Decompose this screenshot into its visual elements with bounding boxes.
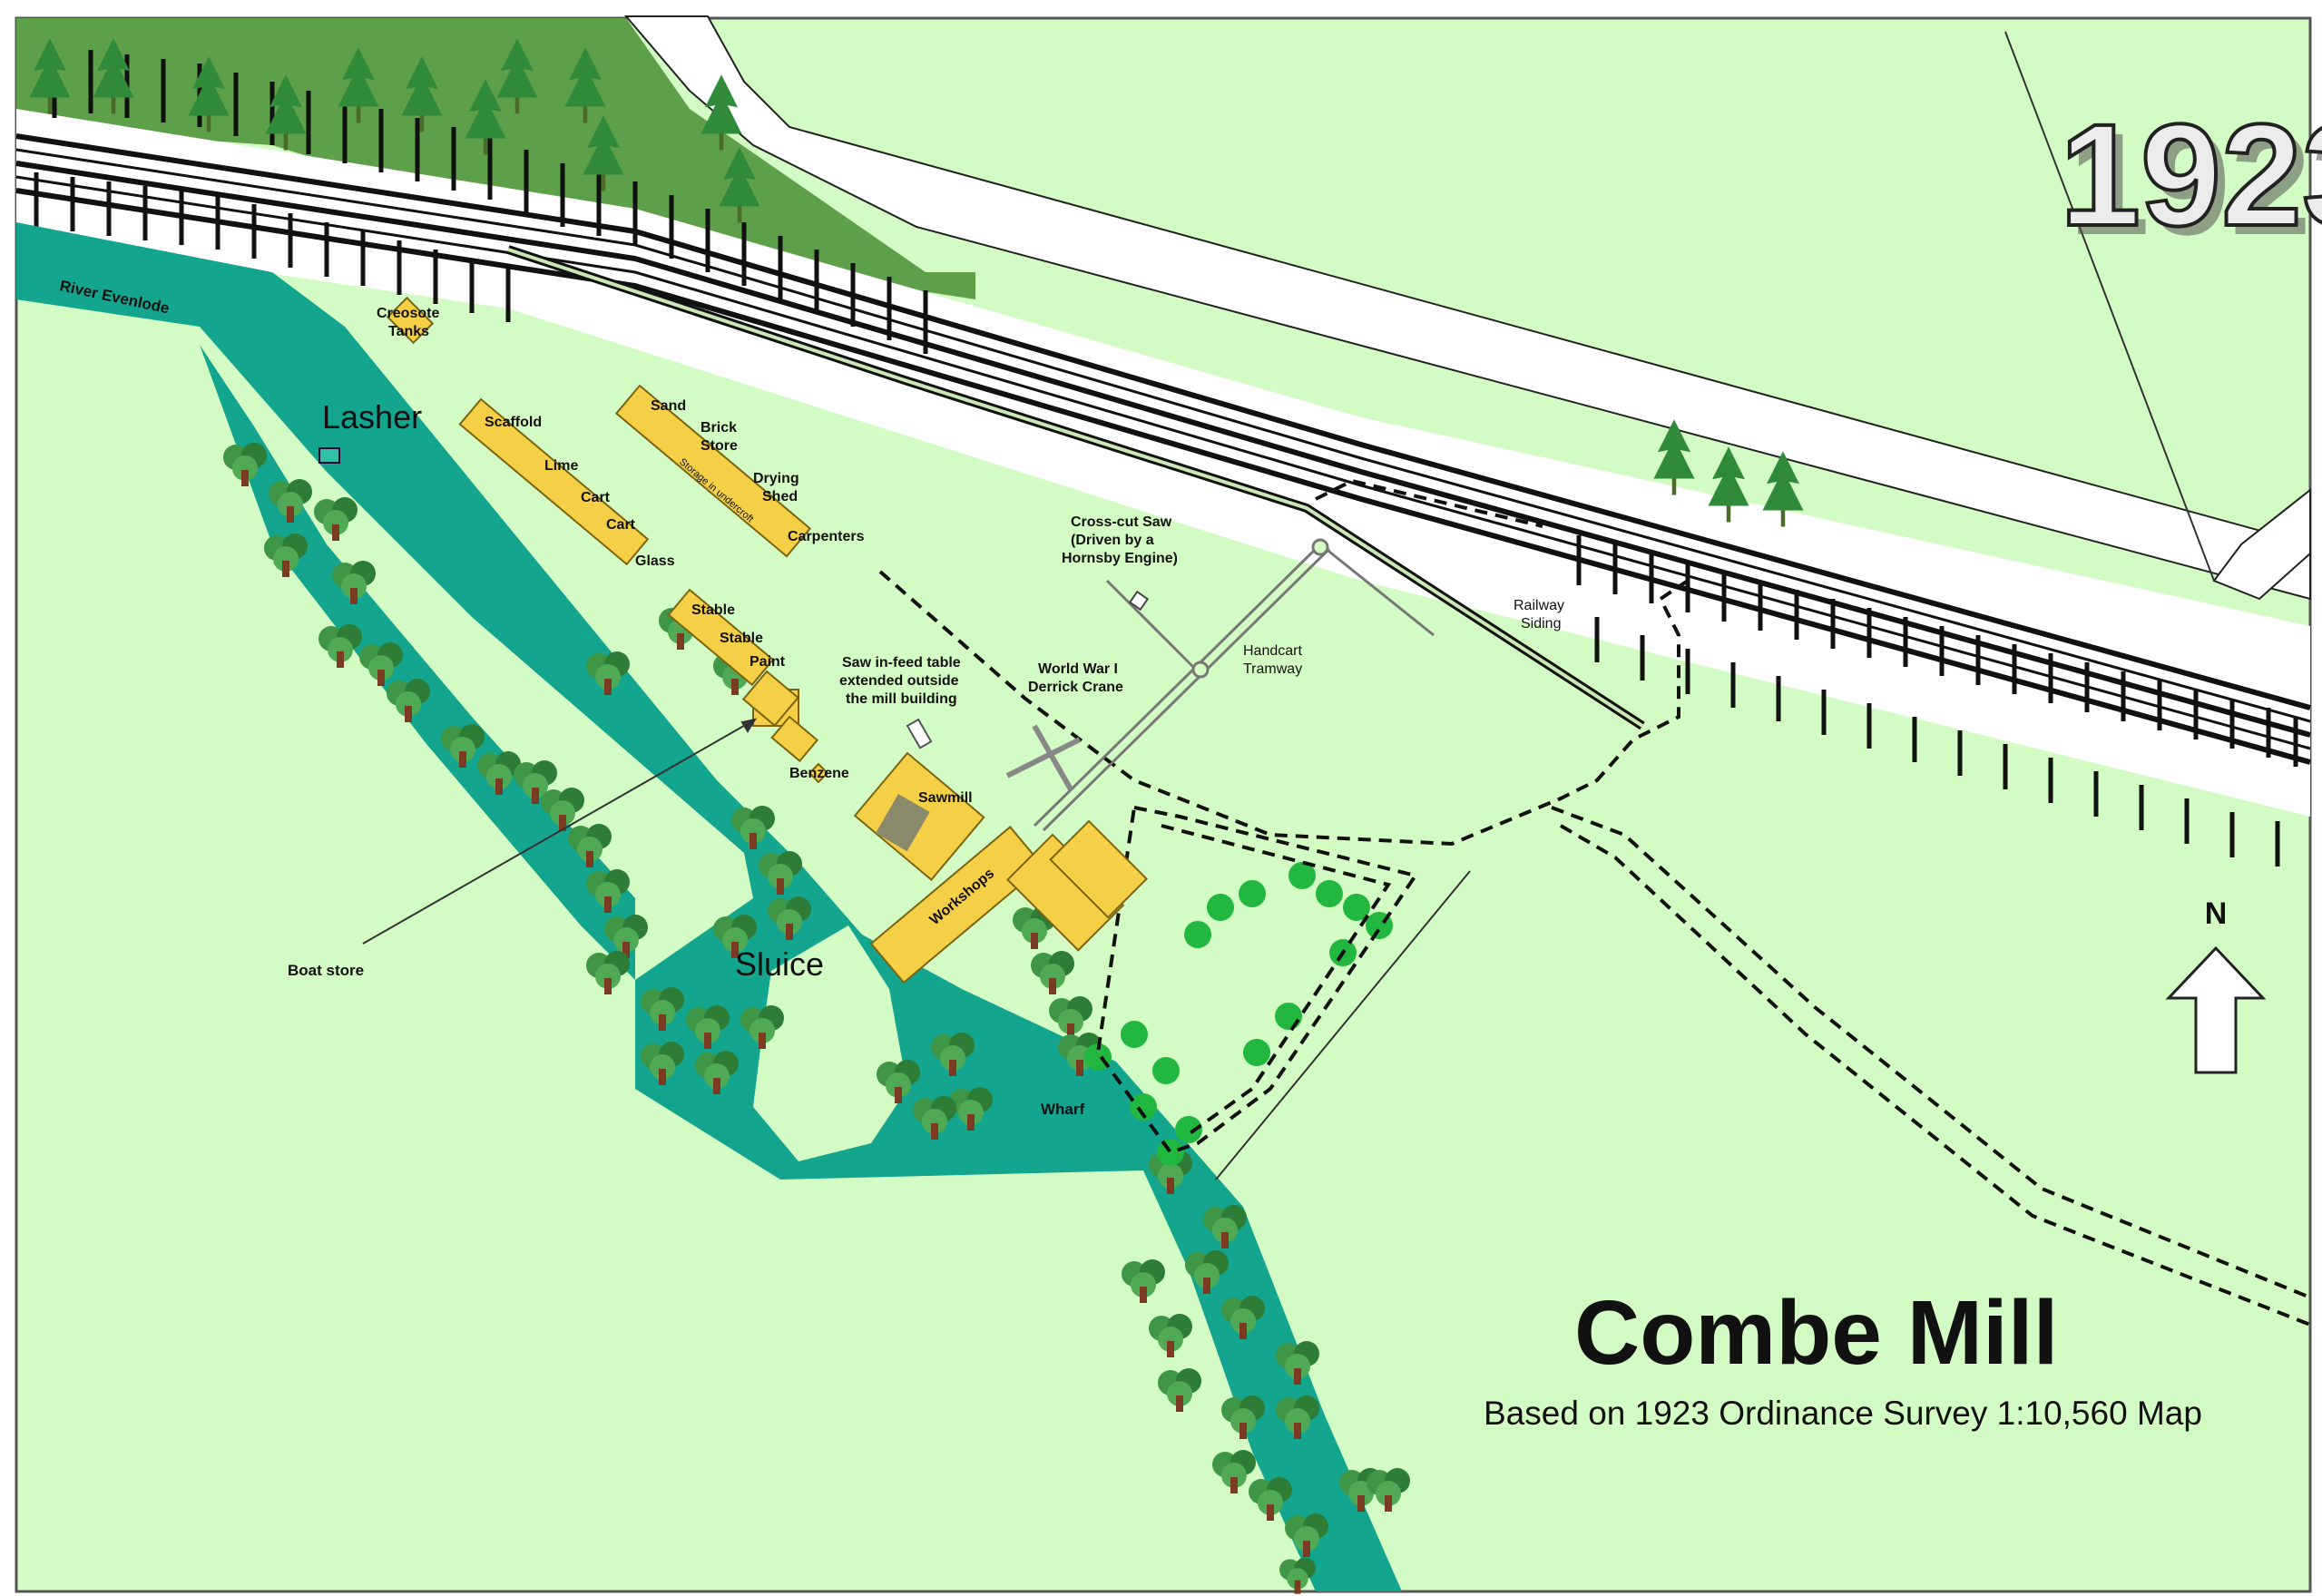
- label-crane-1: World War I: [1038, 661, 1118, 677]
- label-sand: Sand: [651, 398, 686, 414]
- label-carpenters: Carpenters: [788, 529, 865, 544]
- label-sawmill: Sawmill: [918, 790, 973, 806]
- dashed-tracks: [878, 478, 2311, 1327]
- field-fence: [1215, 870, 1471, 1180]
- label-tramway-1: Handcart: [1243, 643, 1302, 659]
- derrick-crane: [1005, 724, 1082, 791]
- label-brick: Brick: [701, 420, 737, 436]
- handcart-tramway: [1033, 538, 1435, 832]
- map-title: Combe Mill: [1574, 1282, 2058, 1384]
- woodland-bank: [16, 18, 975, 299]
- label-tramway-2: Tramway: [1243, 661, 1302, 677]
- label-crane-2: Derrick Crane: [1028, 680, 1123, 695]
- label-saw-infeed-2: extended outside: [839, 673, 959, 689]
- label-stable-1: Stable: [691, 602, 735, 618]
- label-crosscut-1: Cross-cut Saw: [1071, 514, 1172, 530]
- label-sluice: Sluice: [735, 945, 824, 983]
- label-benzene: Benzene: [789, 766, 849, 781]
- building-sand-row: [614, 384, 812, 558]
- label-paint: Paint: [750, 654, 786, 670]
- year-shadow: 1923: [2069, 103, 2322, 265]
- label-siding-1: Railway: [1514, 598, 1564, 613]
- road-east: [2212, 487, 2311, 601]
- label-lasher: Lasher: [322, 398, 422, 436]
- label-shed: Shed: [762, 489, 798, 504]
- crosscut-saw-mark: [1128, 590, 1150, 612]
- label-scaffold: Scaffold: [485, 415, 542, 430]
- building-workshops: [869, 826, 1044, 984]
- label-stable-2: Stable: [720, 631, 763, 646]
- label-store: Store: [701, 438, 738, 454]
- label-siding-2: Siding: [1521, 616, 1561, 632]
- label-drying: Drying: [753, 471, 799, 486]
- label-crosscut-2: (Driven by a: [1071, 533, 1154, 548]
- label-tanks: Tanks: [388, 324, 429, 339]
- buildings: [318, 296, 1149, 984]
- label-creosote: Creosote: [377, 306, 439, 321]
- north-arrow: N: [2165, 896, 2267, 1074]
- north-arrow-icon: [2165, 945, 2267, 1074]
- sluice-island: [753, 925, 907, 1161]
- lasher-gate: [318, 447, 340, 464]
- building-stable-row: [667, 588, 775, 687]
- label-saw-infeed-1: Saw in-feed table: [842, 655, 961, 671]
- river-side-channel: [200, 345, 635, 980]
- year-title: 1923: [2060, 93, 2322, 256]
- railway-main-line: [15, 133, 2311, 765]
- label-saw-infeed-3: the mill building: [846, 691, 957, 707]
- river-evenlode: [16, 222, 1402, 1591]
- label-cart-2: Cart: [606, 517, 636, 533]
- label-glass: Glass: [635, 553, 675, 569]
- label-wharf: Wharf: [1041, 1101, 1085, 1118]
- building-scaffold: [458, 397, 650, 566]
- boat-store-arrow: [362, 718, 758, 945]
- field-boundary: [2004, 31, 2215, 582]
- label-boat-store: Boat store: [288, 962, 364, 979]
- map-subtitle: Based on 1923 Ordinance Survey 1:10,560 …: [1484, 1395, 2202, 1432]
- label-lime: Lime: [544, 458, 578, 474]
- north-label: N: [2205, 896, 2228, 931]
- label-cart-1: Cart: [581, 490, 611, 505]
- label-crosscut-3: Hornsby Engine): [1062, 551, 1178, 566]
